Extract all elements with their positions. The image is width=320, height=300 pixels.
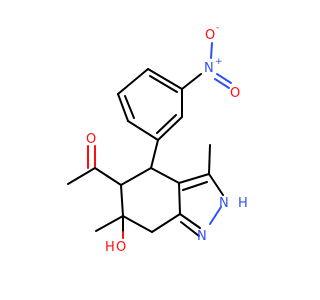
bond-c5-c4 — [120, 167, 152, 186]
hydroxyl-hydrogen: H — [105, 240, 115, 255]
bond-c6-c5 — [120, 184, 124, 217]
c6-substituents: H O — [95, 215, 126, 255]
ring-nitrogen: N — [197, 229, 207, 244]
bond-carbonyl-methyl — [67, 167, 96, 185]
nitro-nitrogen-charge: + — [215, 57, 223, 67]
bond-ar-5 — [117, 93, 129, 122]
bond-ar-inner-2 — [156, 114, 177, 134]
ring-nitrogen-nh: N — [219, 196, 229, 211]
bond-n-o-bottom-1 — [216, 73, 232, 84]
bond-c7a-c7 — [151, 213, 181, 233]
benzene-ring — [117, 68, 183, 141]
nitro-nitrogen: N — [204, 61, 214, 76]
nitro-group: N + O - O — [181, 23, 240, 101]
bond-ar-inner-3 — [124, 95, 135, 119]
acetyl-group: O — [67, 132, 122, 186]
bond-ar-nitro — [181, 73, 202, 90]
cyclohexene-ring — [120, 167, 181, 233]
ring-nitrogen-nh-hydrogen: H — [238, 196, 248, 211]
bond-c3a-c3 — [178, 173, 210, 184]
bond-ar-inner-1 — [149, 75, 178, 93]
carbonyl-oxygen: O — [86, 132, 96, 147]
nitro-oxygen-top-charge: - — [216, 23, 219, 33]
hydroxyl-oxygen: O — [116, 240, 126, 255]
nitro-oxygen-bottom: O — [230, 86, 240, 101]
bond-c3a-c7a — [178, 182, 181, 215]
bond-ar-4 — [127, 120, 159, 141]
bond-c3-n2 — [208, 173, 224, 196]
bond-c3a-c3-double — [182, 181, 208, 191]
bond-c3-methyl — [208, 144, 211, 175]
bond-c7-c6 — [122, 215, 153, 233]
bond-c4-c3a — [150, 167, 180, 184]
nitro-oxygen-top: O — [205, 28, 215, 43]
pyrazole-ring: N H N — [178, 173, 248, 244]
bond-n1-c7a — [179, 213, 201, 229]
bond-ar-c4 — [150, 139, 159, 169]
bond-ar-1 — [147, 68, 183, 90]
bond-c6-methyl — [95, 215, 124, 232]
bond-n2-n1 — [209, 206, 222, 225]
bond-n-o-bottom-2 — [214, 78, 230, 89]
molecule-structure: N + O - O N H N O — [67, 23, 248, 255]
bond-ar-3 — [157, 116, 183, 141]
bond-c5-carbonyl — [94, 167, 122, 186]
bond-n1-c7a-double — [180, 221, 200, 237]
bond-n-o-top — [210, 42, 213, 59]
bond-ar-6 — [117, 68, 149, 95]
